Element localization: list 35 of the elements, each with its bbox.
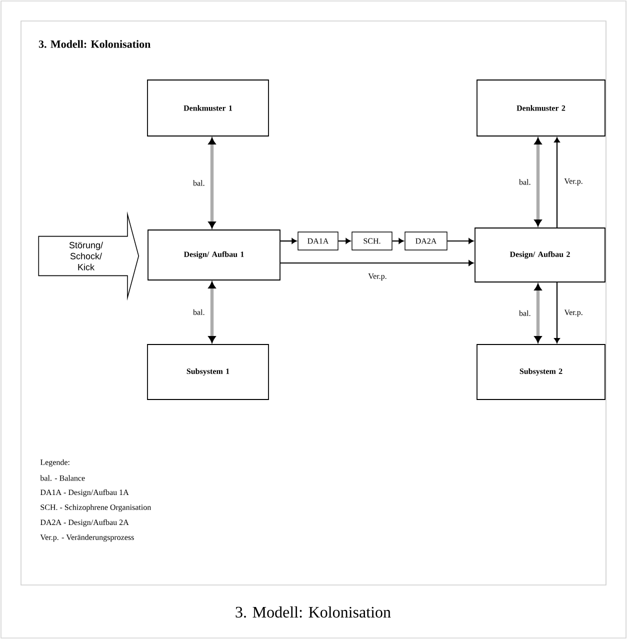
arrow <box>447 238 474 244</box>
edge-label: bal. <box>518 178 532 186</box>
arrow <box>392 238 404 244</box>
legend-text: bal. - Balance <box>40 475 85 481</box>
edge-label: bal. <box>192 308 206 316</box>
arrow <box>534 284 542 343</box>
edge-label: bal. <box>518 309 532 318</box>
edge-label: Ver.p. <box>563 178 584 186</box>
legend-text: Legende: <box>40 459 70 467</box>
process-box: Denkmuster 1 <box>147 80 269 136</box>
legend-text: DA2A - Design/Aufbau 2A <box>40 519 129 527</box>
process-box: SCH. <box>352 232 392 250</box>
arrow <box>554 282 560 344</box>
title: 3. Modell: Kolonisation <box>38 40 150 48</box>
legend-text: DA1A - Design/Aufbau 1A <box>40 489 129 497</box>
process-box: Design/ Aufbau 1 <box>148 230 280 280</box>
arrow <box>280 260 474 266</box>
legend-text: Ver.p. - Veränderungsprozess <box>40 534 134 542</box>
arrow <box>338 238 351 244</box>
process-box: Denkmuster 2 <box>476 80 606 136</box>
caption: 3. Modell: Kolonisation <box>236 606 391 618</box>
process-box: DA1A <box>298 232 338 250</box>
arrow <box>208 282 216 343</box>
edge-label: Ver.p. <box>563 308 584 318</box>
process-box: Subsystem 2 <box>476 344 606 400</box>
edge-label: bal. <box>192 179 206 187</box>
edge-label: Ver.p. <box>367 272 388 282</box>
process-box: DA2A <box>404 232 448 250</box>
arrow <box>554 137 560 228</box>
arrow <box>208 138 216 228</box>
arrow <box>280 238 297 244</box>
arrow <box>534 138 542 226</box>
process-box: Subsystem 1 <box>147 344 269 400</box>
process-box: Design/ Aufbau 2 <box>474 228 606 282</box>
legend-text: SCH. - Schizophrene Organisation <box>40 504 152 512</box>
